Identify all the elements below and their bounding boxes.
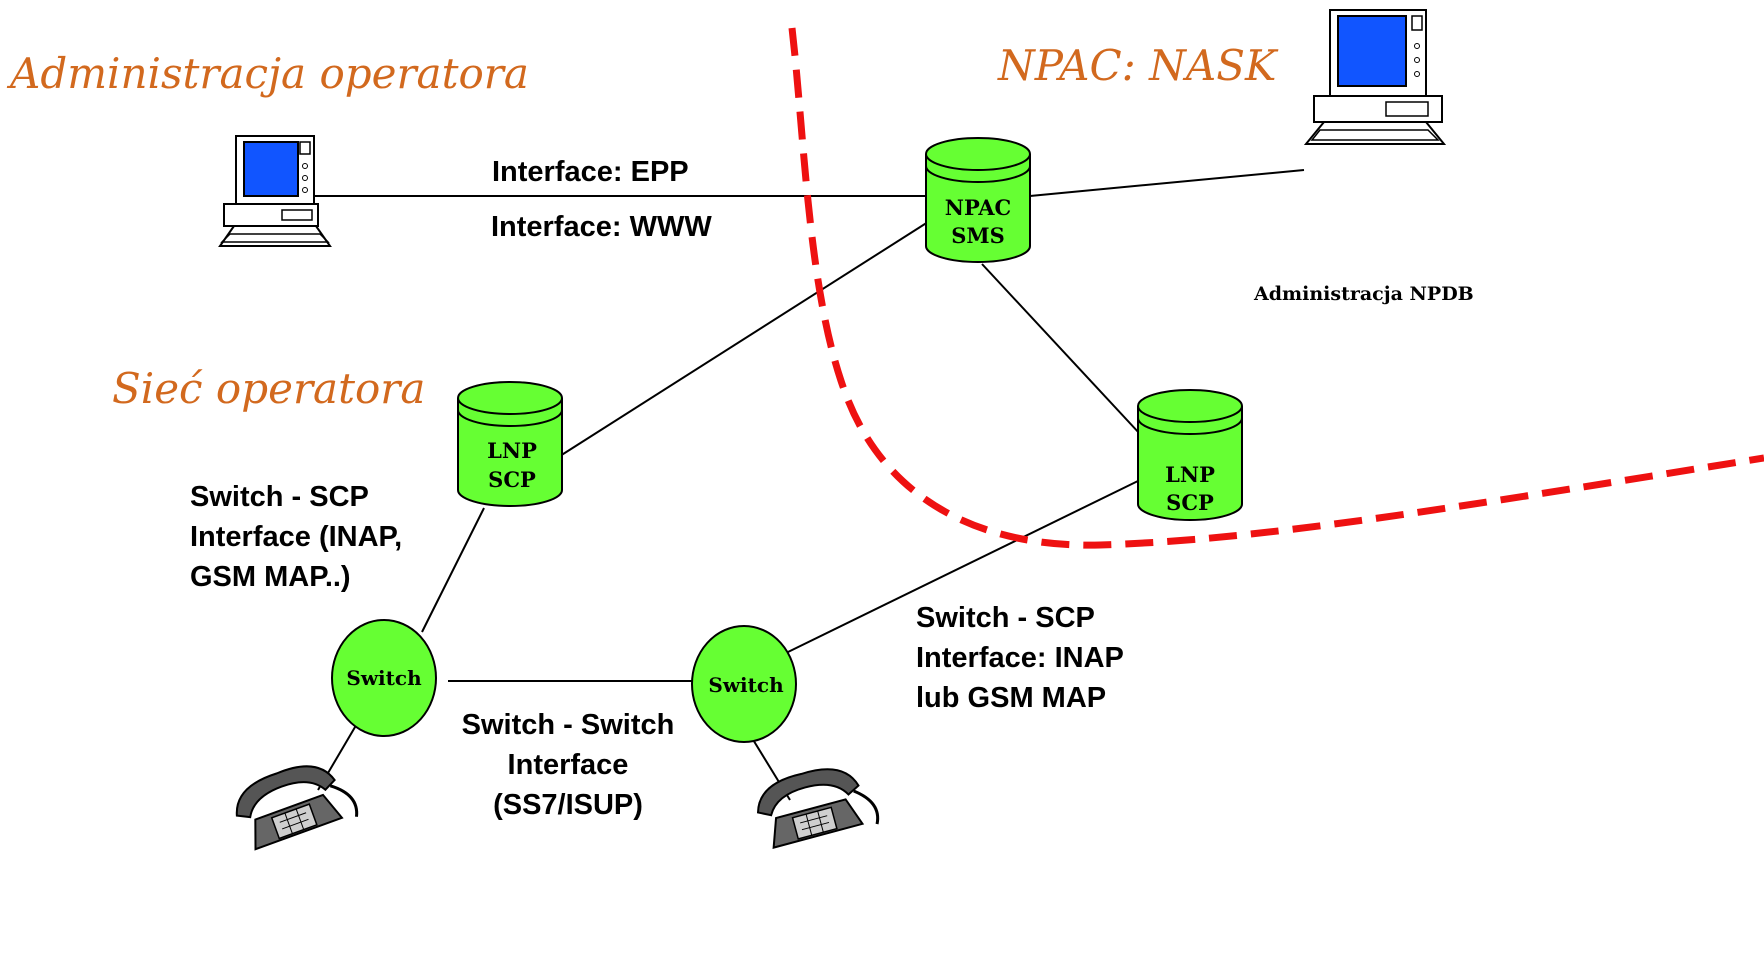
switch-scp-right-line2: Interface: INAP bbox=[916, 642, 1124, 674]
switch-right-node: Switch bbox=[691, 625, 797, 743]
switch-scp-right-line3: lub GSM MAP bbox=[916, 682, 1106, 714]
switch-scp-left-line1: Switch - SCP bbox=[190, 481, 369, 513]
telephone-icon bbox=[235, 765, 359, 851]
lnp-scp-left-label-line2: SCP bbox=[488, 467, 536, 492]
switch-scp-right-line1: Switch - SCP bbox=[916, 602, 1095, 634]
link-lnp-left-switch-left bbox=[421, 507, 485, 633]
lnp-scp-left-database: LNP SCP bbox=[457, 381, 563, 507]
switch-switch-label: Switch - Switch Interface (SS7/ISUP) bbox=[462, 709, 675, 821]
link-npac-lnp-right bbox=[981, 263, 1141, 435]
switch-scp-left-line3: GSM MAP..) bbox=[190, 561, 351, 593]
telephone-icon bbox=[756, 768, 880, 849]
npac-sms-label-line1: NPAC bbox=[945, 195, 1011, 220]
connection-lines bbox=[312, 169, 1305, 801]
section-title-npac: NPAC: NASK bbox=[997, 41, 1279, 90]
npac-boundary-line bbox=[788, 27, 1764, 549]
section-title-operator-admin: Administracja operatora bbox=[6, 49, 529, 98]
npac-sms-label-line2: SMS bbox=[951, 223, 1005, 248]
switch-scp-left-line2: Interface (INAP, bbox=[190, 521, 402, 553]
lnp-scp-right-database: LNP SCP bbox=[1137, 389, 1243, 521]
switch-scp-right-label: Switch - SCP Interface: INAP lub GSM MAP bbox=[916, 602, 1124, 714]
section-title-operator-network: Sieć operatora bbox=[112, 364, 425, 413]
link-npac-npdb-pc bbox=[1029, 169, 1305, 197]
switch-switch-line2: Interface bbox=[508, 749, 629, 781]
link-switch-right-lnp-right bbox=[787, 479, 1141, 653]
interface-epp-label: Interface: EPP bbox=[492, 156, 689, 188]
interface-www-label: Interface: WWW bbox=[491, 211, 712, 243]
lnp-scp-right-label-line1: LNP bbox=[1165, 462, 1215, 487]
computer-icon bbox=[218, 135, 332, 247]
lnp-scp-right-label-line2: SCP bbox=[1166, 490, 1214, 515]
link-npac-lnp-left bbox=[559, 221, 929, 457]
switch-left-node: Switch bbox=[331, 619, 437, 737]
switch-right-label: Switch bbox=[708, 673, 784, 697]
admin-npdb-label: Administracja NPDB bbox=[1253, 283, 1474, 305]
lnp-scp-left-label-line1: LNP bbox=[487, 438, 537, 463]
npac-sms-database: NPAC SMS bbox=[925, 137, 1031, 263]
computer-icon bbox=[1303, 9, 1447, 145]
switch-switch-line3: (SS7/ISUP) bbox=[493, 789, 643, 821]
switch-left-label: Switch bbox=[346, 666, 422, 690]
switch-switch-line1: Switch - Switch bbox=[462, 709, 675, 741]
switch-scp-left-label: Switch - SCP Interface (INAP, GSM MAP..) bbox=[190, 481, 402, 593]
